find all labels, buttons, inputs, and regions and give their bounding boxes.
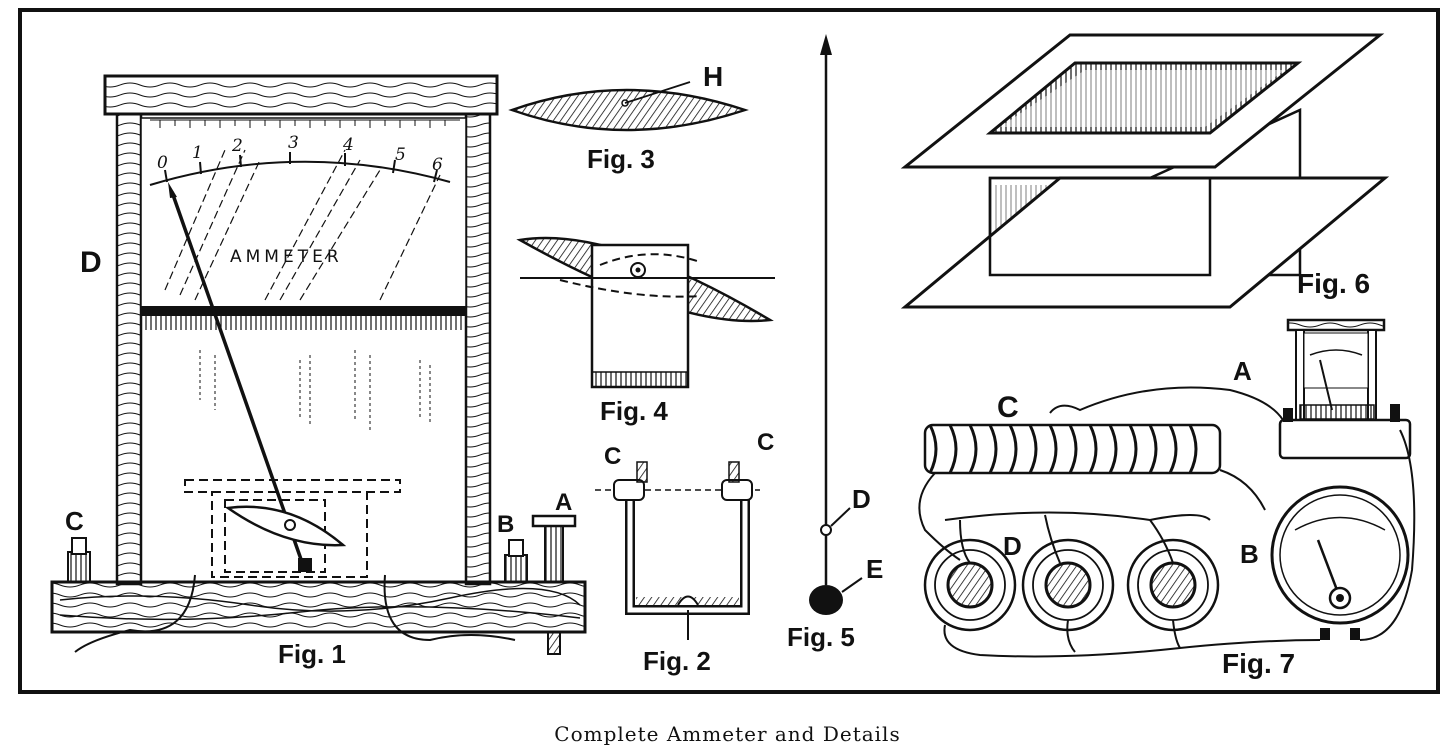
fig1-label-a: A [555, 489, 572, 516]
fig5-label-d: D [852, 484, 871, 514]
fig5-pointer: D E Fig. 5 [787, 34, 883, 652]
fig5-label-e: E [866, 554, 883, 584]
fig1-right-post [464, 112, 492, 586]
fig1-scale-6: 6 [432, 155, 443, 175]
fig7-circuit: A B C D Fig. 7 [918, 318, 1416, 679]
fig1-left-post [115, 112, 143, 586]
fig1-coil-frame [184, 479, 401, 578]
fig1-binding-post-c [67, 537, 91, 583]
fig1-glass-reflection [164, 149, 441, 301]
fig6-title: Fig. 6 [1297, 268, 1370, 299]
fig1-scale-card [140, 117, 467, 309]
fig1-label-b: B [497, 511, 514, 538]
fig1-binding-post-b [504, 539, 528, 583]
fig1-pointer [170, 191, 305, 566]
fig7-lamp-3 [1126, 538, 1220, 632]
fig7-label-a: A [1233, 356, 1252, 386]
diagram-border [18, 8, 1440, 694]
fig1-scale-2: 2 [231, 136, 243, 156]
fig1-divider-fringe [141, 316, 466, 330]
fig1-label-c: C [65, 506, 84, 536]
fig7-lamp-2 [1021, 538, 1115, 632]
fig1-scale-numbers: 0 1 2 3 4 5 6 [157, 133, 443, 175]
fig1-base-grain [59, 587, 581, 621]
fig3-vane: H Fig. 3 [508, 61, 749, 174]
fig7-label-c: C [997, 391, 1019, 424]
fig1-binding-post-a [531, 514, 577, 655]
fig1-scale-marks [164, 152, 438, 183]
fig5-title: Fig. 5 [787, 622, 855, 652]
fig1-scale-0: 0 [157, 153, 168, 173]
fig1-scale-1: 1 [192, 143, 203, 163]
fig7-title: Fig. 7 [1222, 648, 1295, 679]
fig1-title: Fig. 1 [278, 639, 346, 669]
fig7-label-b: B [1240, 539, 1259, 569]
fig7-wiring [918, 386, 1416, 658]
fig1-lower-shading [199, 350, 431, 430]
fig1-scale-arc [149, 160, 451, 186]
fig7-lamp-1 [923, 538, 1017, 632]
fig1-top-board [103, 74, 499, 116]
fig1-ruler-ticks [150, 119, 460, 128]
fig1-scale-3: 3 [288, 133, 299, 153]
fig7-label-d: D [1003, 531, 1022, 561]
fig2-title: Fig. 2 [643, 646, 711, 676]
fig2-bracket: C C Fig. 2 [595, 429, 774, 676]
fig4-assembly: Fig. 4 [516, 236, 775, 426]
fig1-scale-4: 4 [342, 135, 354, 155]
fig1-ammeter: 0 1 2 3 4 5 6 AMMETER [50, 74, 587, 669]
fig1-meter-label: AMMETER [230, 247, 343, 267]
fig6-coil-form: Fig. 6 [900, 33, 1390, 309]
fig3-label-h: H [703, 61, 723, 92]
fig1-pivot [284, 519, 296, 531]
fig3-title: Fig. 3 [587, 144, 655, 174]
fig1-counterweight [298, 558, 312, 572]
fig1-divider-bar [141, 306, 466, 316]
fig4-title: Fig. 4 [600, 396, 668, 426]
figure-caption: Complete Ammeter and Details [554, 722, 901, 746]
fig1-label-d: D [80, 246, 102, 279]
fig1-wires [74, 574, 516, 653]
fig2-label-c-left: C [604, 443, 621, 470]
fig1-scale-5: 5 [395, 145, 406, 165]
fig2-label-c-right: C [757, 429, 774, 456]
fig1-pointer-tip [168, 182, 177, 198]
